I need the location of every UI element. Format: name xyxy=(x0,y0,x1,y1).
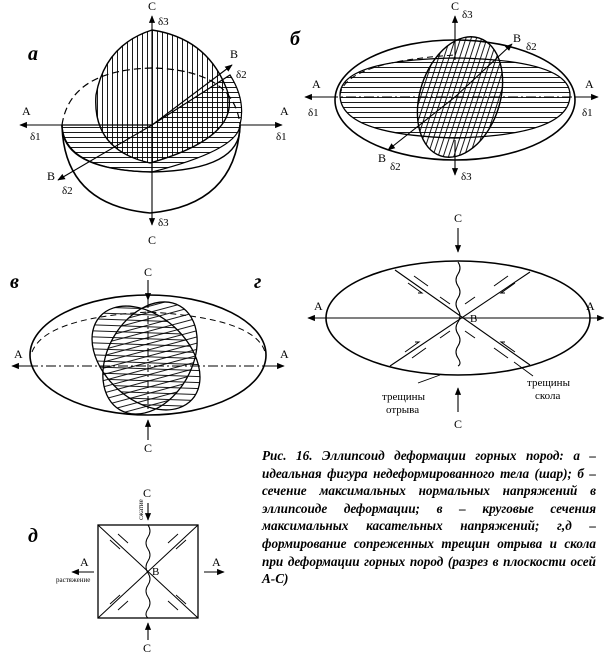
label-b: B xyxy=(470,313,477,325)
axis-b-down xyxy=(387,96,456,151)
label-d1-right: δ1 xyxy=(582,107,593,119)
panel-b: б C δ3 δ3 A δ1 A δ1 B δ2 B δ2 xyxy=(290,0,599,183)
back-arc xyxy=(339,54,456,96)
label-d1-left: δ1 xyxy=(308,107,319,119)
pointer-tension xyxy=(417,374,441,384)
label-c-bottom: C xyxy=(144,441,152,455)
label-a-left: A xyxy=(22,104,31,118)
tension-line-1: трещины xyxy=(382,391,426,403)
label-a-right: A xyxy=(280,347,289,361)
label-d2-top: δ2 xyxy=(236,69,247,81)
tension-line-2: отрыва xyxy=(386,404,419,416)
label-c-top: C xyxy=(454,211,462,225)
label-b: B xyxy=(152,566,159,578)
tension-crack xyxy=(145,524,151,619)
shear-line-1: трещины xyxy=(527,377,571,389)
shear-arrows xyxy=(109,533,187,611)
label-d3-top: δ3 xyxy=(158,16,169,28)
label-a-left: A xyxy=(314,299,323,313)
tension-crack xyxy=(455,261,461,367)
horizontal-section-right xyxy=(151,74,243,173)
label-d2-top: δ2 xyxy=(526,41,537,53)
shear-arrows xyxy=(404,275,516,359)
label-c-bottom: C xyxy=(143,641,151,652)
diagonal-2 xyxy=(97,524,199,619)
pointer-shear xyxy=(513,361,534,377)
label-a-left: A xyxy=(80,555,89,569)
circular-section-2 xyxy=(91,305,201,411)
label-a-right: A xyxy=(280,104,289,118)
panel-v: в C C A A xyxy=(10,265,289,455)
horizontal-section-left xyxy=(61,124,153,173)
label-b-bottom: B xyxy=(378,151,386,165)
panel-g: г C C A A B трещины отрыва xyxy=(254,211,604,431)
label-a-left: A xyxy=(312,77,321,91)
label-d1-left: δ1 xyxy=(30,131,41,143)
panel-a-letter: а xyxy=(28,43,38,65)
label-c-bottom: C xyxy=(454,417,462,431)
label-extension: растяжение xyxy=(56,576,90,584)
label-shear-cracks: трещины скола xyxy=(527,377,573,402)
label-c-bottom: C xyxy=(148,233,156,247)
label-d2-bottom: δ2 xyxy=(390,161,401,173)
panel-g-letter: г xyxy=(254,271,261,293)
axis-b-up xyxy=(151,64,233,126)
panel-b-letter: б xyxy=(290,28,301,50)
panel-a: а C δ3 C δ3 A δ1 A δ1 B δ2 B δ2 xyxy=(19,0,289,247)
label-d2-bottom: δ2 xyxy=(62,185,73,197)
label-c-top: C xyxy=(148,0,156,13)
sphere-lower-rim xyxy=(61,124,241,214)
label-a-left: A xyxy=(14,347,23,361)
caption-body: а – идеальная фигура недеформированного … xyxy=(262,448,596,587)
label-c-top: C xyxy=(144,265,152,279)
label-b-top: B xyxy=(513,31,521,45)
label-a-right: A xyxy=(586,299,595,313)
caption-title: Рис. 16. Эллипсоид деформации горных пор… xyxy=(262,448,564,463)
panel-v-letter: в xyxy=(10,271,19,293)
back-arc xyxy=(31,311,266,353)
shear-line-2: скола xyxy=(535,390,561,402)
label-a-right: A xyxy=(585,77,594,91)
label-d3-top: δ3 xyxy=(462,9,473,21)
label-d1-right: δ1 xyxy=(276,131,287,143)
label-c-top: C xyxy=(143,486,151,500)
label-tension-cracks: трещины отрыва xyxy=(382,391,428,416)
label-d3-bottom: δ3 xyxy=(461,171,472,183)
panel-d: д C C A A B сжатие растяжение xyxy=(28,486,225,652)
label-a-right: A xyxy=(212,555,221,569)
label-c-top: C xyxy=(451,0,459,13)
label-compression: сжатие xyxy=(137,499,145,520)
label-d3-bottom: δ3 xyxy=(158,217,169,229)
axis-b-down xyxy=(57,124,153,181)
panel-d-letter: д xyxy=(28,525,38,547)
axis-b-up xyxy=(454,43,513,98)
label-b-top: B xyxy=(230,47,238,61)
figure-caption: Рис. 16. Эллипсоид деформации горных пор… xyxy=(262,447,596,588)
label-b-bottom: B xyxy=(47,169,55,183)
